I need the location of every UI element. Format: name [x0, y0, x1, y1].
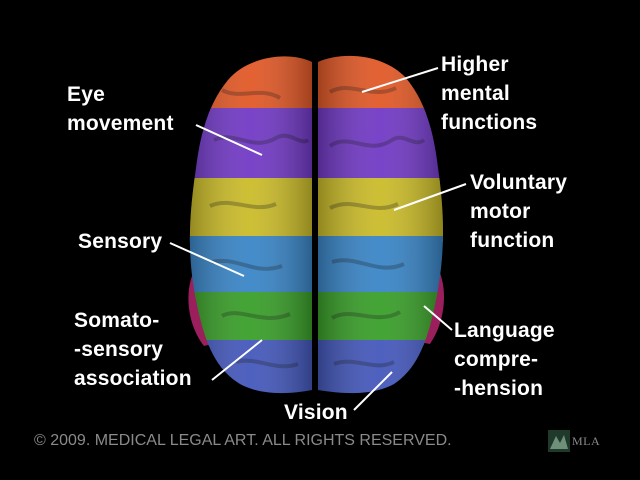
label-line: movement — [67, 112, 174, 135]
label-line: motor — [470, 200, 531, 223]
leader-higher-mental — [361, 67, 439, 93]
leader-somatosensory — [211, 339, 263, 381]
label-line: Voluntary — [470, 171, 568, 194]
label-line: compre- — [454, 348, 539, 371]
label-voluntary-motor-function: Voluntary motor function — [470, 168, 567, 255]
mla-logo-text: MLA — [572, 434, 601, 448]
label-line: -sensory — [74, 338, 164, 361]
mla-logo-icon — [548, 430, 570, 452]
label-line: functions — [441, 111, 538, 134]
leader-lines — [169, 67, 467, 411]
label-line: Vision — [284, 401, 348, 424]
label-line: function — [470, 229, 555, 252]
copyright-notice: © 2009. MEDICAL LEGAL ART. ALL RIGHTS RE… — [34, 432, 452, 449]
label-language-comprehension: Language compre- -hension — [454, 316, 555, 403]
label-line: mental — [441, 82, 510, 105]
label-line: Sensory — [78, 230, 163, 253]
label-higher-mental-functions: Higher mental functions — [441, 50, 537, 137]
label-line: Higher — [441, 53, 509, 76]
mla-logo: MLA — [548, 428, 612, 456]
leader-vision — [353, 371, 393, 411]
leader-voluntary-motor — [393, 183, 467, 211]
label-line: -hension — [454, 377, 544, 400]
leader-language — [423, 305, 453, 331]
label-line: association — [74, 367, 192, 390]
label-vision: Vision — [284, 398, 348, 427]
label-eye-movement: Eye movement — [67, 80, 174, 138]
longitudinal-fissure — [312, 57, 318, 393]
leader-sensory — [169, 242, 245, 277]
label-line: Somato- — [74, 309, 160, 332]
leader-eye-movement — [195, 124, 263, 156]
label-line: Language — [454, 319, 555, 342]
label-sensory: Sensory — [78, 227, 162, 256]
label-line: Eye — [67, 83, 105, 106]
label-somatosensory-association: Somato- -sensory association — [74, 306, 192, 393]
